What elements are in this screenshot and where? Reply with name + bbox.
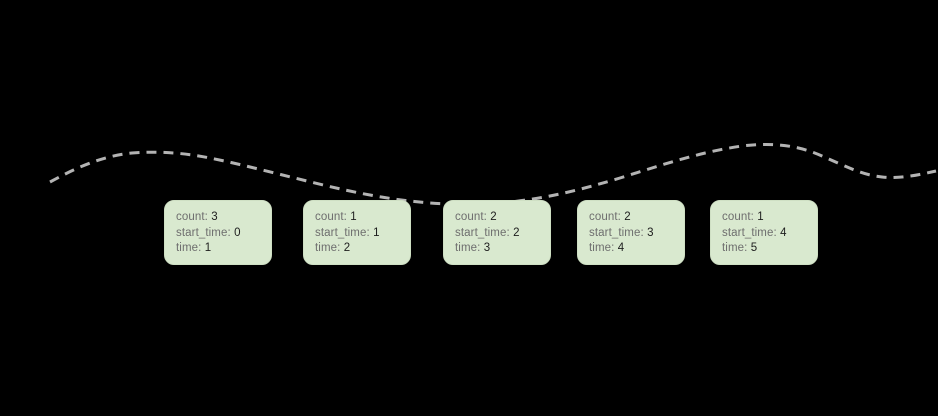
node-count-label: count: — [722, 211, 754, 223]
node-start-time-label: start_time: — [455, 226, 510, 239]
node-start-time-value: 0 — [234, 226, 241, 239]
node-time-value: 2 — [343, 242, 351, 254]
node-start-time-row: start_time: 1 — [315, 226, 410, 242]
node-count-value: 3 — [211, 211, 218, 223]
node-time-label: time: — [315, 242, 341, 254]
node-count-label: count: — [176, 211, 208, 223]
node-count-value: 2 — [490, 211, 497, 223]
node-time-row: time: 1 — [176, 241, 271, 257]
node-count-value: 1 — [757, 211, 764, 223]
node-count-row: count: 1 — [315, 210, 410, 226]
node-count-label: count: — [589, 211, 621, 223]
node-count-value: 1 — [350, 211, 357, 223]
node-start-time-label: start_time: — [315, 226, 370, 239]
node-time-label: time: — [455, 242, 481, 254]
node-start-time-value: 3 — [647, 226, 654, 239]
node-time-row: time: 3 — [455, 241, 550, 257]
node-count-value: 2 — [624, 211, 631, 223]
node-start-time-row: start_time: 0 — [176, 226, 271, 242]
node-start-time-row: start_time: 2 — [455, 226, 550, 242]
node-count-row: count: 3 — [176, 210, 271, 226]
node-time-value: 3 — [483, 242, 491, 254]
node-count-label: count: — [315, 211, 347, 223]
node-start-time-label: start_time: — [722, 226, 777, 239]
node-time-label: time: — [176, 242, 202, 254]
node-start-time-row: start_time: 3 — [589, 226, 684, 242]
node-start-time-value: 4 — [780, 226, 787, 239]
node-time-label: time: — [589, 242, 615, 254]
node-count-row: count: 2 — [589, 210, 684, 226]
node-time-row: time: 5 — [722, 241, 817, 257]
node-time-row: time: 2 — [315, 241, 410, 257]
node-start-time-row: start_time: 4 — [722, 226, 817, 242]
node-count-row: count: 2 — [455, 210, 550, 226]
node-count-label: count: — [455, 211, 487, 223]
node-time-row: time: 4 — [589, 241, 684, 257]
node-start-time-value: 2 — [513, 226, 520, 239]
node-time-value: 5 — [750, 242, 758, 254]
node-count-row: count: 1 — [722, 210, 817, 226]
node-time-label: time: — [722, 242, 748, 254]
node-start-time-label: start_time: — [176, 226, 231, 239]
node-time-value: 1 — [204, 242, 212, 254]
node-start-time-value: 1 — [373, 226, 380, 239]
node-time-value: 4 — [617, 242, 625, 254]
node-start-time-label: start_time: — [589, 226, 644, 239]
